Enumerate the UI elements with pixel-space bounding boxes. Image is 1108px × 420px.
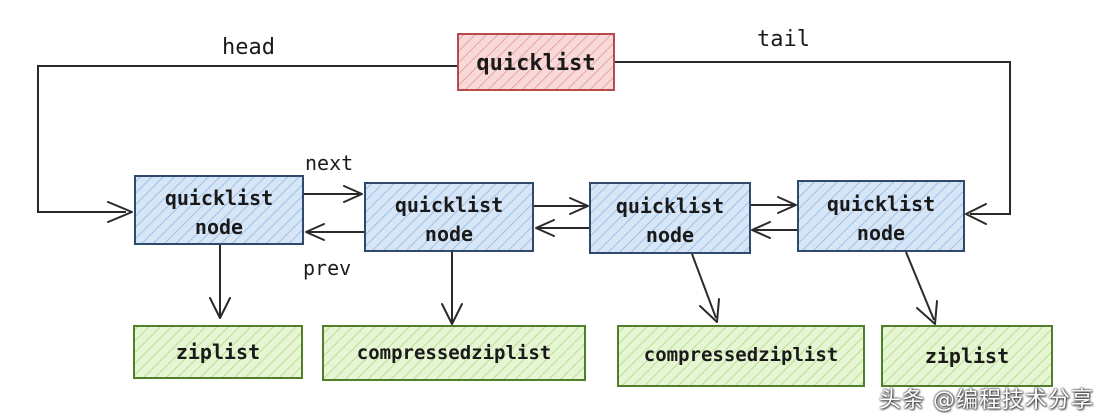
head-arrowhead bbox=[107, 201, 133, 223]
tail-connector bbox=[614, 61, 1011, 215]
node-4-line2: node bbox=[857, 221, 905, 245]
quicklist-node-4: quicklist node bbox=[797, 180, 965, 252]
list-box-1: ziplist bbox=[133, 325, 303, 379]
tail-label: tail bbox=[757, 27, 810, 52]
list-4-label: ziplist bbox=[925, 344, 1009, 368]
list-box-2: compressedziplist bbox=[322, 325, 586, 381]
quicklist-box: quicklist bbox=[457, 33, 615, 91]
prev-arrowhead-2-1 bbox=[305, 223, 325, 241]
list-1-label: ziplist bbox=[176, 340, 260, 364]
list-box-3: compressedziplist bbox=[617, 325, 865, 387]
down-arrowhead-3 bbox=[699, 298, 720, 323]
quicklist-node-1: quicklist node bbox=[134, 175, 304, 245]
quicklist-node-2: quicklist node bbox=[364, 182, 534, 252]
down-arrowhead-4 bbox=[916, 300, 938, 325]
head-label: head bbox=[222, 35, 275, 60]
next-arrowhead-3-4 bbox=[777, 196, 797, 214]
down-arrowhead-2 bbox=[441, 303, 463, 325]
tail-arrowhead bbox=[965, 203, 987, 225]
node-2-line2: node bbox=[425, 222, 473, 246]
node-1-line2: node bbox=[195, 215, 243, 239]
prev-arrowhead-4-3 bbox=[751, 221, 771, 239]
prev-arrowhead-3-2 bbox=[535, 219, 555, 237]
list-2-label: compressedziplist bbox=[357, 342, 551, 364]
prev-label: prev bbox=[303, 256, 351, 280]
down-arrowhead-1 bbox=[209, 297, 231, 319]
watermark: 头条 @编程技术分享 bbox=[879, 388, 1094, 413]
node-4-line1: quicklist bbox=[827, 192, 935, 216]
next-label: next bbox=[305, 151, 353, 175]
head-connector bbox=[37, 65, 458, 213]
node-3-line1: quicklist bbox=[616, 194, 724, 218]
node-2-line1: quicklist bbox=[395, 193, 503, 217]
next-arrowhead-1-2 bbox=[343, 185, 363, 203]
quicklist-node-3: quicklist node bbox=[589, 182, 751, 254]
next-arrowhead-2-3 bbox=[569, 197, 589, 215]
node-3-line2: node bbox=[646, 223, 694, 247]
down-arrow-3 bbox=[691, 253, 717, 319]
quicklist-label: quicklist bbox=[476, 51, 595, 76]
list-3-label: compressedziplist bbox=[644, 344, 838, 366]
down-arrow-4 bbox=[905, 251, 935, 321]
list-box-4: ziplist bbox=[881, 325, 1053, 387]
node-1-line1: quicklist bbox=[165, 186, 273, 210]
